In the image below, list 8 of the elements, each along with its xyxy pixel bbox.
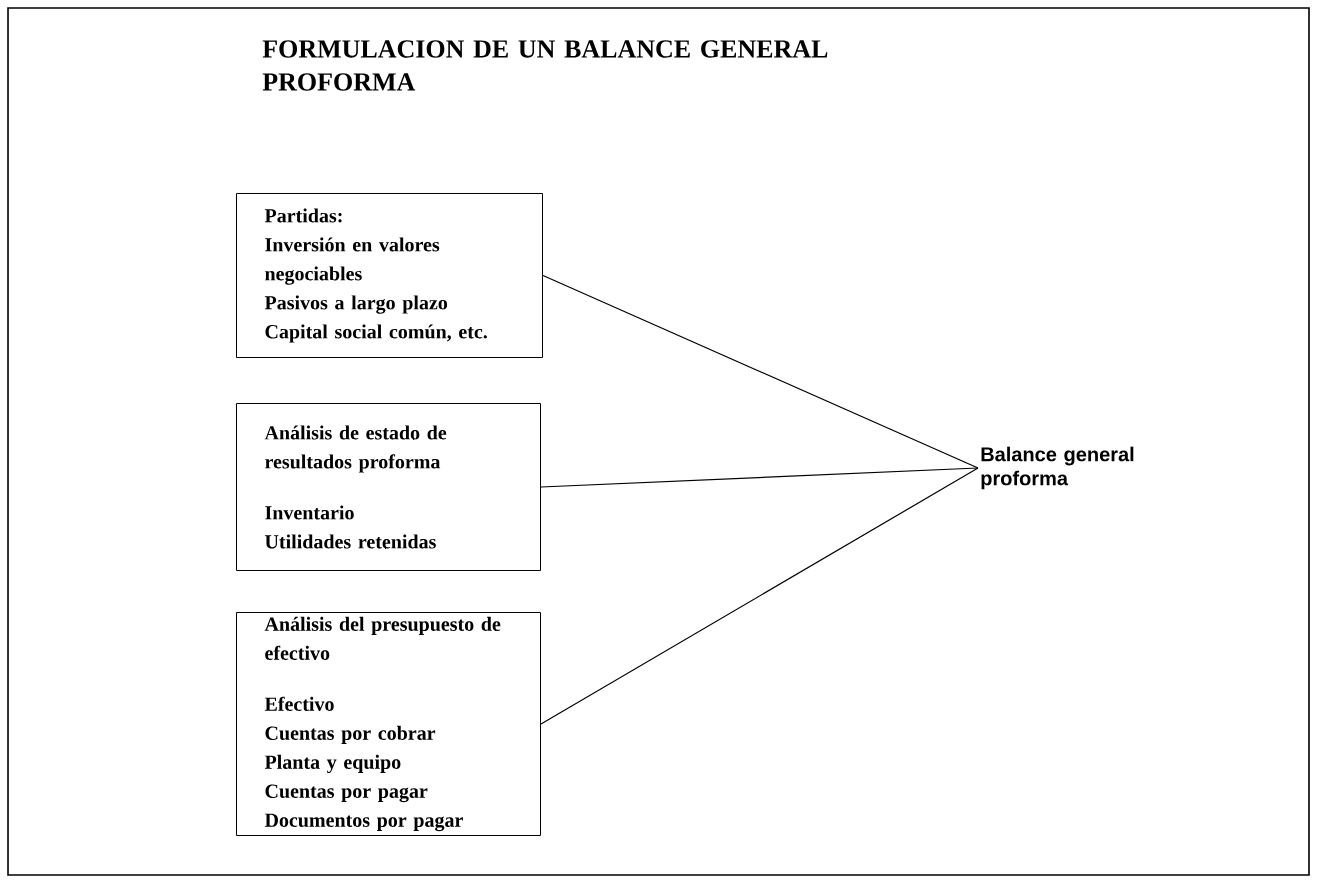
text-box: Partidas: Inversión en valores negociables Pasivos a largo plazo Capital social común, etc. [236,193,543,358]
connector-line [540,467,979,488]
title: FORMULACION DE UN BALANCE GENERAL PROFORMA [262,40,828,91]
node-label: Balance general proforma [981,446,1134,490]
connector-line [540,467,979,725]
text-box: Análisis de estado de resultados proforma Inventario Utilidades retenidas [236,403,541,571]
connector-line [542,274,979,469]
text-box: Análisis del presupuesto de efectivo Efectivo Cuentas por cobrar Planta y equipo Cuentas por pagar Documentos por pagar [236,612,541,836]
